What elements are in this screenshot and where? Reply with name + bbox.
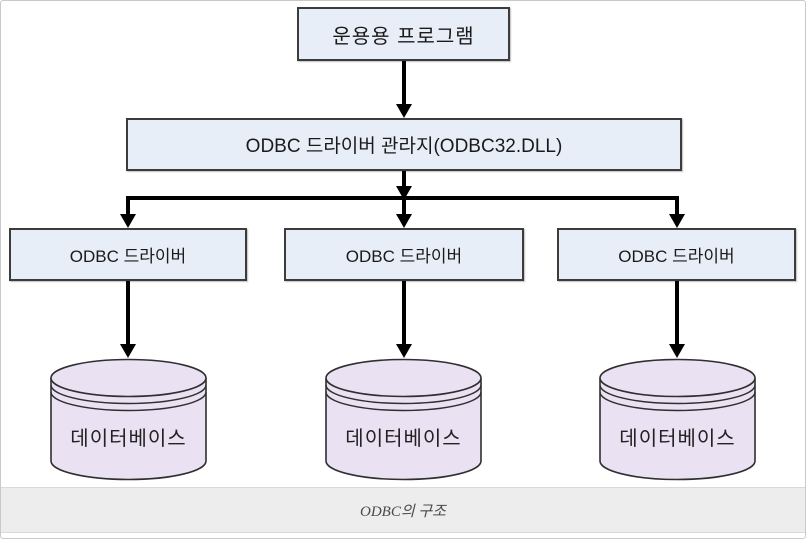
arrow-driver-3-to-db [669,281,685,358]
arrow-app-to-manager [396,61,412,118]
caption-band: ODBC의 구조 [1,487,805,533]
diagram-caption: ODBC의 구조 [360,503,446,520]
application-box: 운용용 프로그램 [297,7,510,61]
database-cylinder-3: 데이터베이스 [598,358,757,481]
database-label: 데이터베이스 [619,428,736,450]
odbc-driver-box-3: ODBC 드라이버 [557,228,796,281]
odbc-driver-box-1-label: ODBC 드라이버 [69,247,187,266]
arrow-driver-2-to-db [396,281,412,358]
database-cylinder-icon [50,358,207,481]
arrow-driver-1-to-db [120,281,136,358]
odbc-driver-box-2-label: ODBC 드라이버 [345,247,463,266]
odbc-driver-box-2: ODBC 드라이버 [284,228,524,281]
arrow-branch-to-driver-2 [396,200,412,228]
database-cylinder-icon [325,358,482,481]
database-cylinder-icon [599,358,756,481]
odbc-driver-box-1: ODBC 드라이버 [9,228,247,281]
database-label: 데이터베이스 [70,428,187,450]
database-label: 데이터베이스 [345,428,462,450]
database-cylinder-2: 데이터베이스 [324,358,483,481]
arrow-branch-to-driver-1 [120,196,136,228]
driver-manager-box: ODBC 드라이버 관라지(ODBC32.DLL) [126,118,682,171]
arrow-manager-to-branch [396,171,412,200]
driver-manager-box-label: ODBC 드라이버 관라지(ODBC32.DLL) [245,136,563,157]
odbc-driver-box-3-label: ODBC 드라이버 [618,247,735,266]
database-cylinder-1: 데이터베이스 [49,358,208,481]
arrow-branch-to-driver-3 [669,196,685,228]
application-box-label: 운용용 프로그램 [332,25,475,48]
